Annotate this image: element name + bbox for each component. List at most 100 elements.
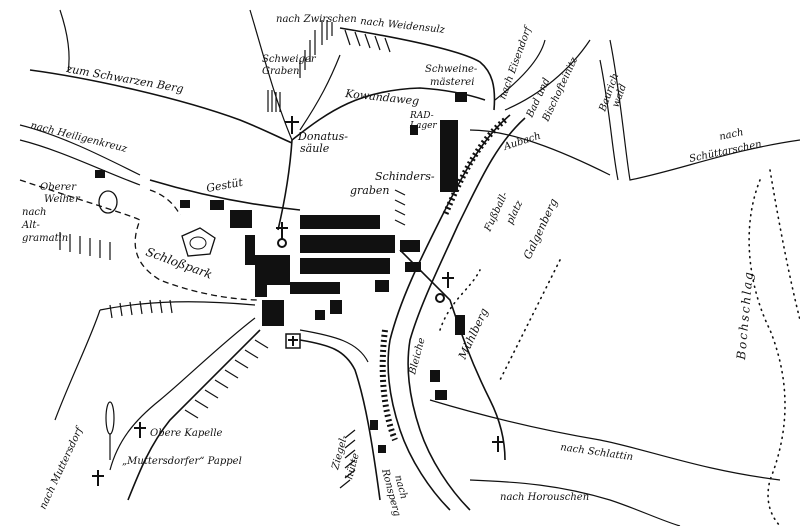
road-network bbox=[19, 9, 800, 526]
road-ronsperg bbox=[299, 339, 381, 501]
label-saeule: säule bbox=[300, 142, 330, 155]
label-bochschlag: Bochschlag bbox=[734, 270, 756, 362]
building-block bbox=[255, 255, 290, 285]
label-weiher: Weiher bbox=[44, 194, 81, 205]
building-block bbox=[95, 170, 105, 178]
building-block bbox=[255, 285, 267, 297]
road-heiligenkreuz-2 bbox=[19, 124, 141, 176]
buildings bbox=[95, 92, 467, 453]
road-west-south bbox=[99, 301, 256, 311]
cross-donatus-icon bbox=[285, 116, 299, 134]
building-block bbox=[340, 262, 350, 272]
label-muttersdorfer-pappel: „Muttersdorfer“ Pappel bbox=[122, 456, 242, 467]
hatch-muttersdorf-road bbox=[184, 339, 269, 419]
label-fussball: Fußball- bbox=[482, 190, 510, 234]
poplar-tree-icon bbox=[105, 401, 115, 460]
label-nach-horouschen: nach Horouschen bbox=[500, 492, 589, 503]
building-block bbox=[300, 215, 380, 229]
label-schweine: Schweine- bbox=[425, 64, 478, 75]
road-schlattin bbox=[429, 399, 781, 481]
pond-oberer-weiher bbox=[98, 190, 118, 214]
building-block bbox=[400, 240, 420, 252]
road-heiligenkreuz bbox=[19, 139, 141, 186]
label-schuettarschen: Schüttarschen bbox=[688, 139, 762, 165]
building-block bbox=[245, 235, 255, 265]
road-west-valley bbox=[54, 309, 101, 421]
label-nach-eisendorf: nach Eisendorf bbox=[497, 23, 534, 101]
hatch-schweiger-graben bbox=[267, 90, 281, 112]
label-platz: platz bbox=[505, 198, 526, 226]
label-lager: Lager bbox=[409, 121, 437, 131]
building-long bbox=[440, 120, 458, 192]
label-graben: Graben bbox=[262, 66, 300, 77]
building-block bbox=[210, 200, 224, 210]
label-galgenberg: Galgenberg bbox=[521, 197, 560, 262]
road-west-town bbox=[149, 179, 301, 211]
label-aubach: Aubach bbox=[502, 131, 543, 154]
label-obere-kapelle: Obere Kapelle bbox=[150, 428, 223, 439]
road-north bbox=[299, 54, 341, 131]
hatch-ziegelhuette bbox=[339, 429, 356, 489]
road-weidensulz bbox=[339, 27, 496, 111]
cross-muttersdorf-icon bbox=[92, 470, 104, 486]
building-block bbox=[435, 390, 447, 400]
hatch-weidensulz bbox=[344, 29, 391, 53]
road-donatus-south bbox=[277, 139, 293, 231]
label-nach-muttersdorf: nach Muttersdorf bbox=[38, 424, 87, 511]
label-kowandaweg: Kowandaweg bbox=[344, 87, 420, 108]
building-block bbox=[410, 125, 418, 135]
cross-obere-kapelle-icon bbox=[134, 422, 146, 438]
road-aubach bbox=[469, 129, 611, 176]
building-block bbox=[315, 310, 325, 320]
hatch-schindersgraben bbox=[394, 189, 406, 226]
hatch-west bbox=[59, 232, 111, 260]
road-south-east bbox=[399, 249, 506, 461]
building-block bbox=[180, 200, 190, 208]
ponds bbox=[98, 190, 216, 257]
label-gestuet: Gestüt bbox=[205, 176, 244, 195]
building-block bbox=[290, 282, 340, 294]
road-eisendorf bbox=[494, 39, 546, 101]
building-block bbox=[375, 280, 389, 292]
forest-bochschlag-edge-2 bbox=[769, 169, 800, 321]
forest-boundaries bbox=[439, 169, 800, 526]
road-muttersdorf bbox=[127, 329, 261, 501]
pond-schlosspark bbox=[181, 227, 216, 257]
river-bank-west bbox=[387, 114, 511, 511]
forest-galgenberg bbox=[439, 269, 481, 331]
label-schweiger: Schweiger bbox=[262, 54, 317, 65]
cross-south-icon bbox=[285, 333, 301, 349]
road-baurich bbox=[599, 59, 619, 181]
label-nach-zwirschen: nach Zwirschen bbox=[276, 14, 357, 25]
building-block bbox=[300, 235, 395, 253]
road-horouschen bbox=[469, 479, 681, 526]
railway-north bbox=[442, 117, 507, 217]
path-oberer-weiher bbox=[149, 189, 181, 216]
hatch-north bbox=[299, 20, 333, 78]
building-block bbox=[430, 370, 440, 382]
label-rad: RAD- bbox=[409, 111, 434, 121]
church-cross-icon bbox=[276, 222, 288, 248]
slope-hatching bbox=[59, 20, 406, 489]
label-nach-2: nach bbox=[22, 207, 46, 218]
crosses bbox=[92, 116, 504, 486]
river-and-railway bbox=[379, 114, 526, 511]
road-schwarzer-berg bbox=[29, 69, 293, 144]
hatch-south-west bbox=[109, 299, 173, 319]
building-block bbox=[262, 300, 284, 326]
building-block bbox=[230, 210, 252, 228]
forest-bochschlag-edge bbox=[748, 179, 786, 526]
building-block bbox=[378, 445, 386, 453]
label-schinders: Schinders- bbox=[375, 170, 435, 183]
road-north-west bbox=[59, 9, 70, 73]
label-graben-2: graben bbox=[350, 184, 390, 197]
road-muttersdorf-2 bbox=[109, 317, 256, 471]
building-block bbox=[455, 92, 467, 102]
label-oberer: Oberer bbox=[40, 182, 77, 193]
label-maesterei: mästerei bbox=[430, 77, 474, 88]
building-block bbox=[370, 420, 378, 430]
road-ronsperg-2 bbox=[299, 329, 369, 363]
pond-schlosspark-inner bbox=[189, 236, 207, 250]
label-alt: Alt- bbox=[21, 220, 40, 231]
